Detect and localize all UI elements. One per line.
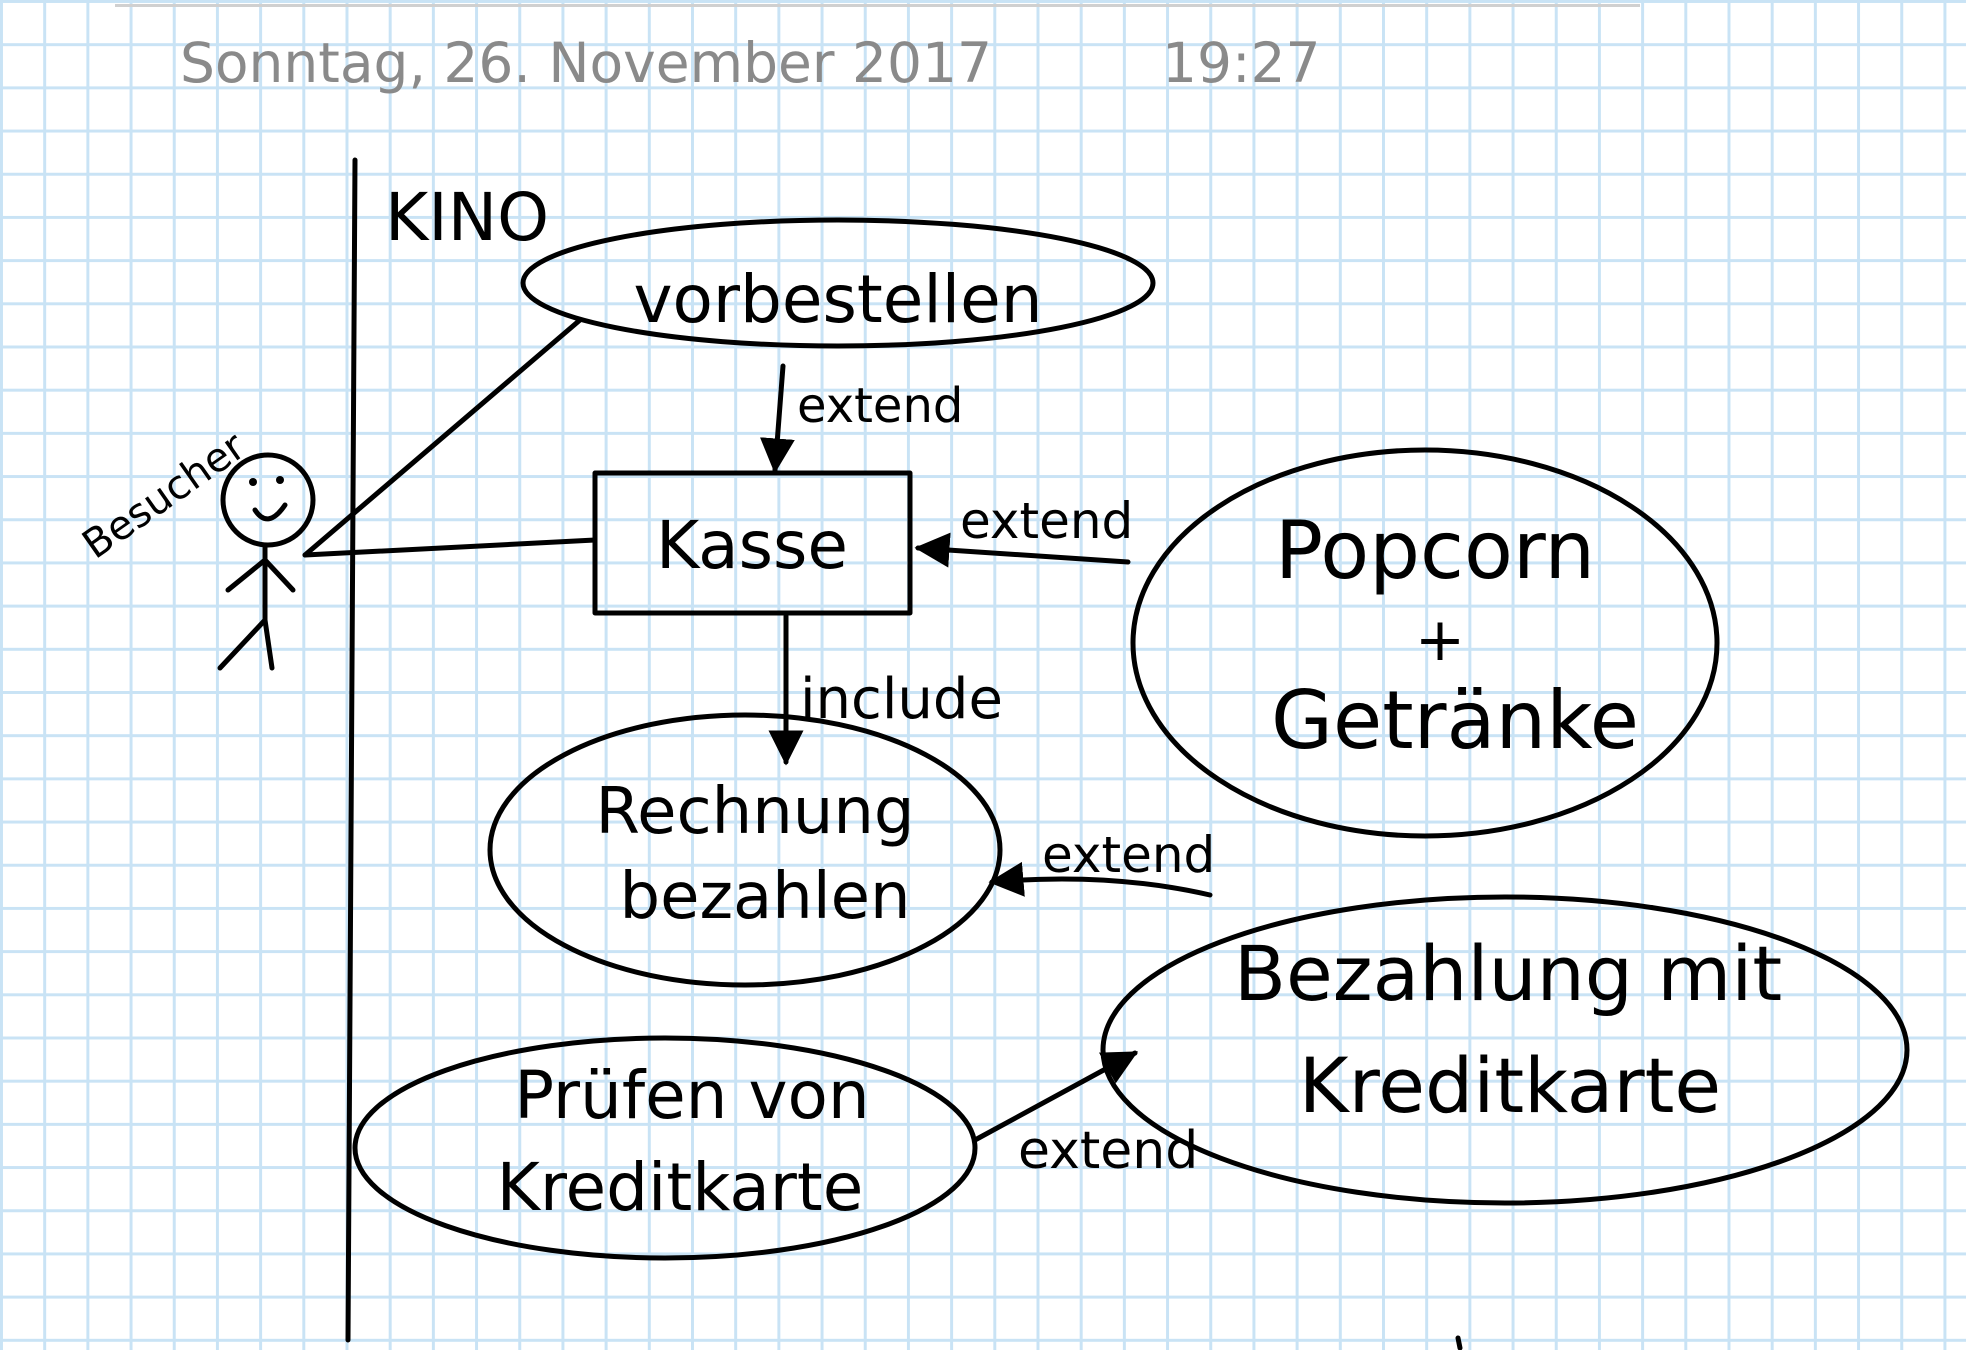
usecase-kasse bbox=[592, 470, 913, 616]
usecase-rechnung-bezahlen bbox=[487, 712, 1003, 988]
usecase-kredit-line2: Kreditkarte bbox=[1299, 1041, 1721, 1130]
usecase-popcorn-getraenke bbox=[1130, 447, 1720, 839]
actor-leg-right bbox=[262, 617, 275, 671]
note-time: 19:27 bbox=[1162, 31, 1321, 95]
extend-label-popcorn: extend bbox=[960, 492, 1133, 550]
actor-besucher: Besucher bbox=[74, 423, 316, 671]
extend-label-kredit: extend bbox=[1042, 826, 1215, 884]
usecase-vorbestellen bbox=[520, 217, 1156, 349]
usecase-bezahlung-kreditkarte bbox=[1100, 894, 1910, 1206]
extend-arrow-pruefen bbox=[972, 1050, 1139, 1143]
page-top-rule bbox=[115, 4, 1640, 7]
actor-eye-right bbox=[276, 476, 284, 484]
usecase-kasse-label: Kasse bbox=[656, 507, 848, 584]
usecase-popcorn-line2: Getränke bbox=[1271, 674, 1639, 767]
actor-arm-left bbox=[225, 557, 268, 593]
actor-head bbox=[220, 452, 316, 548]
usecase-pruefen-line1: Prüfen von bbox=[514, 1057, 870, 1134]
usecase-kredit-line1: Bezahlung mit bbox=[1234, 929, 1782, 1018]
usecase-rechnung-line1: Rechnung bbox=[595, 775, 914, 849]
usecase-pruefen-kreditkarte bbox=[352, 1035, 978, 1261]
extend-label-vorbestellen: extend bbox=[797, 378, 963, 434]
note-date: Sonntag, 26. November 2017 bbox=[180, 31, 992, 95]
actor-label: Besucher bbox=[74, 423, 254, 568]
system-label: KINO bbox=[385, 179, 549, 256]
actor-leg-left bbox=[217, 617, 268, 671]
usecase-popcorn-plus: + bbox=[1415, 605, 1465, 675]
actor-smile bbox=[252, 502, 288, 522]
association-besucher-vorbestellen bbox=[302, 317, 583, 558]
usecase-popcorn-line1: Popcorn bbox=[1275, 504, 1595, 597]
usecase-vorbestellen-label: vorbestellen bbox=[633, 261, 1042, 338]
extend-label-pruefen: extend bbox=[1018, 1121, 1198, 1181]
usecase-rechnung-line2: bezahlen bbox=[619, 860, 910, 934]
usecase-pruefen-line2: Kreditkarte bbox=[497, 1149, 864, 1226]
system-boundary-line bbox=[345, 157, 358, 1343]
extend-arrow-popcorn bbox=[914, 532, 1131, 568]
extend-arrow-kredit bbox=[988, 861, 1213, 898]
actor-arm-right bbox=[262, 557, 296, 593]
actor-eye-left bbox=[249, 478, 257, 486]
extend-arrow-vorbestellen bbox=[759, 363, 795, 474]
stray-ink-mark bbox=[1455, 1335, 1463, 1350]
association-besucher-kasse bbox=[302, 537, 598, 558]
